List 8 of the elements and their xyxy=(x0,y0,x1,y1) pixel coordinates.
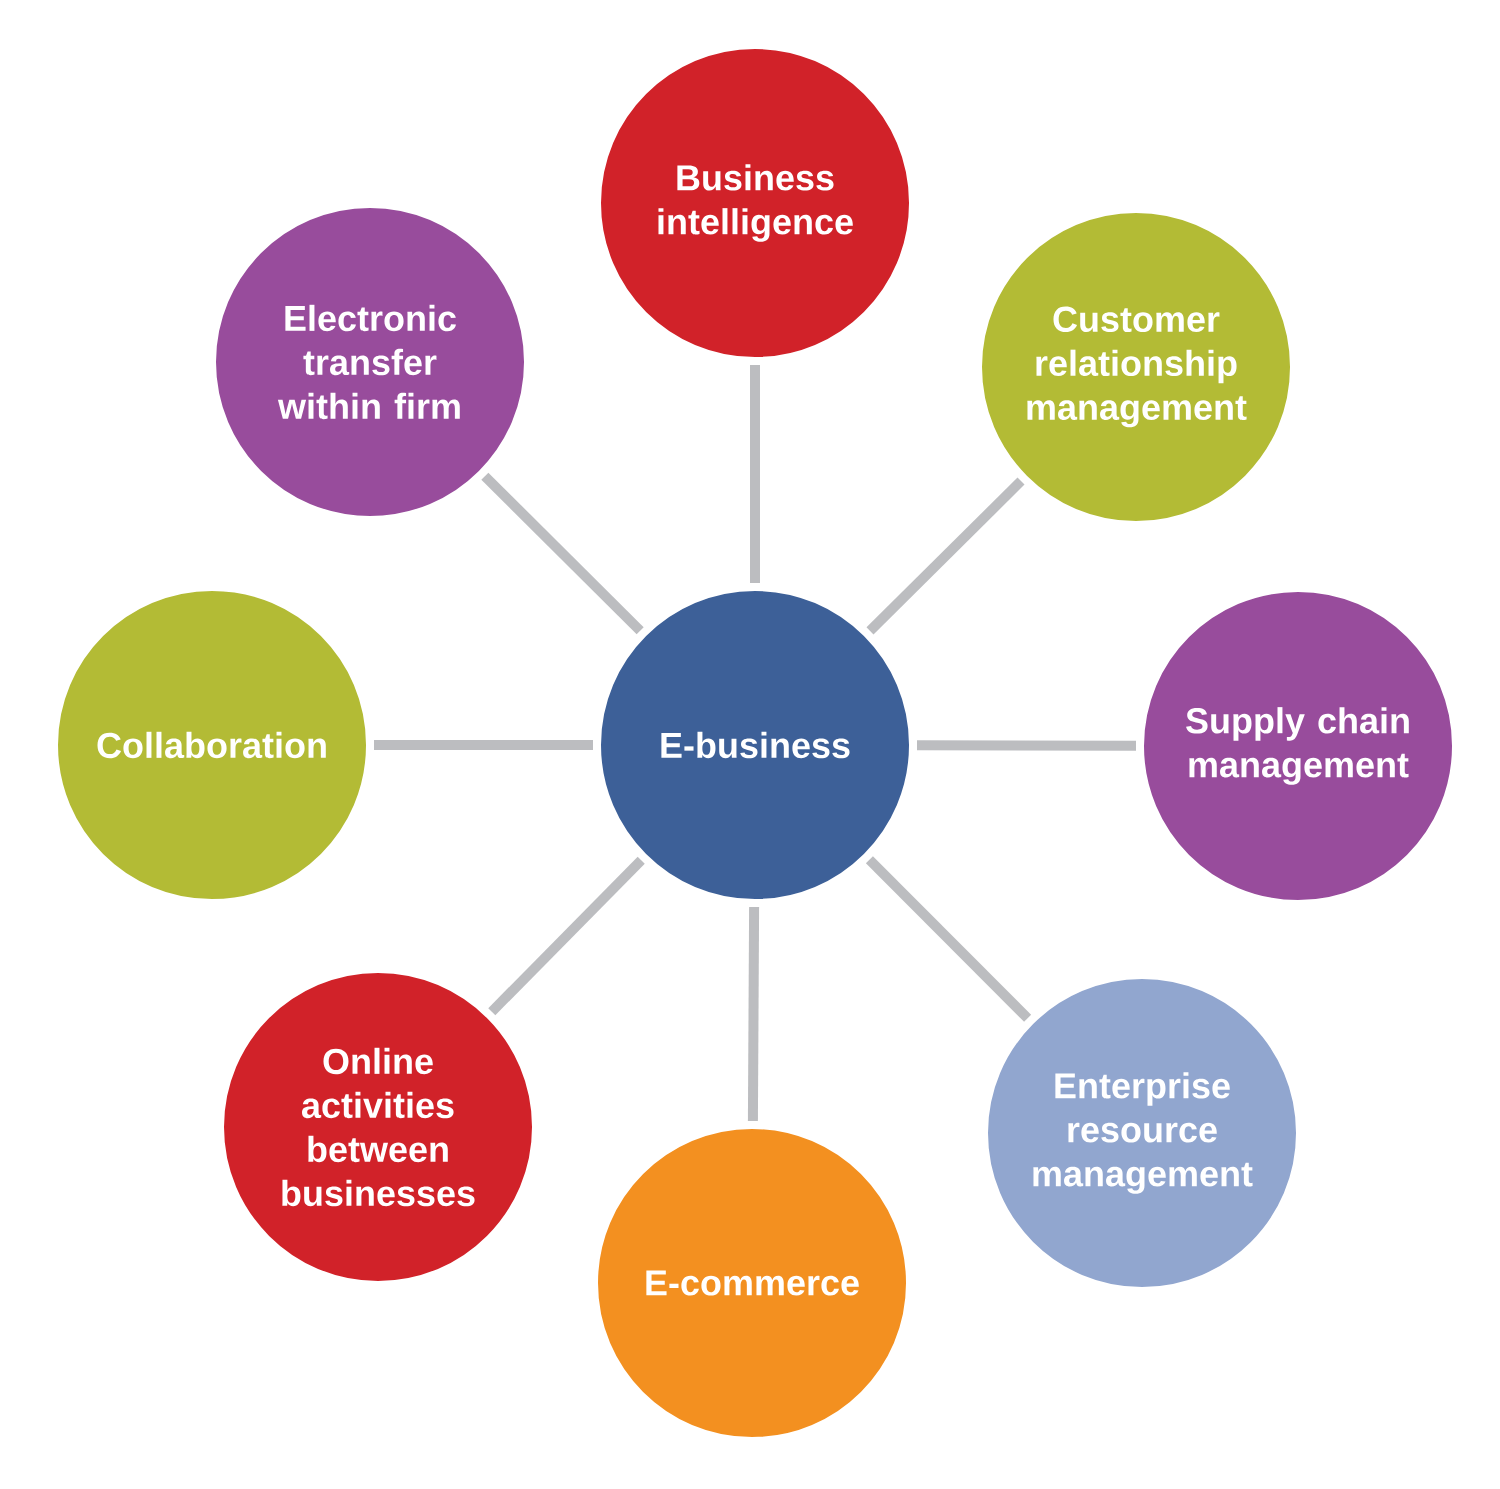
connector-line xyxy=(917,740,1136,751)
connector-line xyxy=(747,906,760,1122)
connector-line xyxy=(481,472,644,635)
connector-line xyxy=(374,740,593,750)
connector-line xyxy=(750,365,760,583)
connector-line xyxy=(865,856,1032,1022)
connector-line xyxy=(866,477,1025,635)
connector-line xyxy=(488,856,645,1016)
